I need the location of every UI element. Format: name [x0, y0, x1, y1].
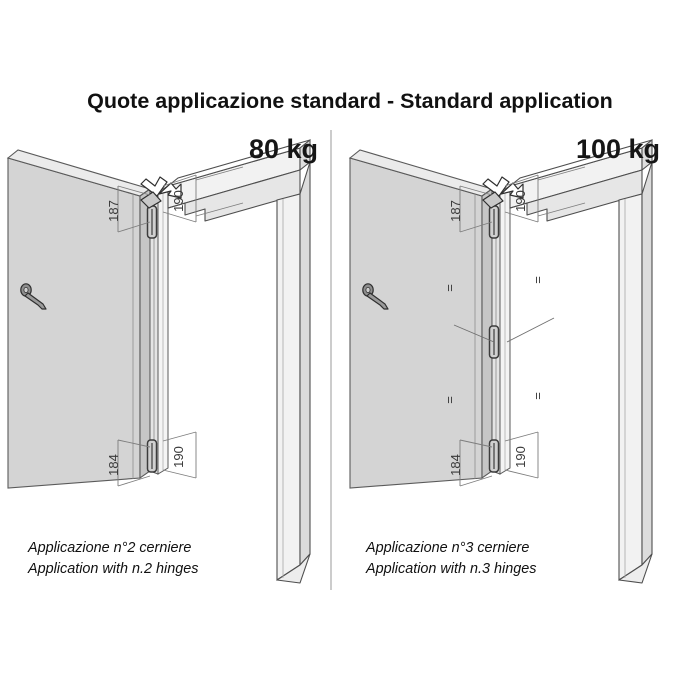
page-title: Quote applicazione standard - Standard a…	[87, 89, 613, 113]
hinge-bottom-right-panel	[488, 439, 500, 473]
caption-italian-right: Applicazione n°3 cerniere	[365, 540, 529, 556]
dimension-bottom-left-184: 184	[106, 454, 121, 476]
break-mark-upper-right: =	[530, 276, 545, 284]
break-mark-upper-left: =	[442, 284, 457, 292]
dimension-top-left-187: 187	[106, 200, 121, 222]
panel-right: = = = = 100 kg 187 190 184 190 Applicazi…	[349, 134, 660, 584]
door-assembly-left	[7, 139, 311, 584]
caption-italian-left: Applicazione n°2 cerniere	[27, 540, 191, 556]
dimension-bottom-right-190: 190	[171, 446, 186, 468]
caption-english-left: Application with n.2 hinges	[27, 561, 198, 577]
hinge-bottom-left-panel	[146, 439, 158, 473]
break-mark-lower-left: =	[442, 396, 457, 404]
break-mark-lower-right: =	[530, 392, 545, 400]
panel-left: 80 kg 187 190 184 190 Applicazione n°2 c…	[7, 134, 318, 584]
dimension-top-left-187: 187	[448, 200, 463, 222]
door-assembly-right	[349, 139, 653, 584]
caption-english-right: Application with n.3 hinges	[365, 561, 536, 577]
dimension-bottom-left-184: 184	[448, 454, 463, 476]
dimension-top-right-190: 190	[171, 190, 186, 212]
dimension-top-right-190: 190	[513, 190, 528, 212]
weight-label-left: 80 kg	[249, 134, 318, 164]
weight-label-right: 100 kg	[576, 134, 660, 164]
dimension-bottom-right-190: 190	[513, 446, 528, 468]
